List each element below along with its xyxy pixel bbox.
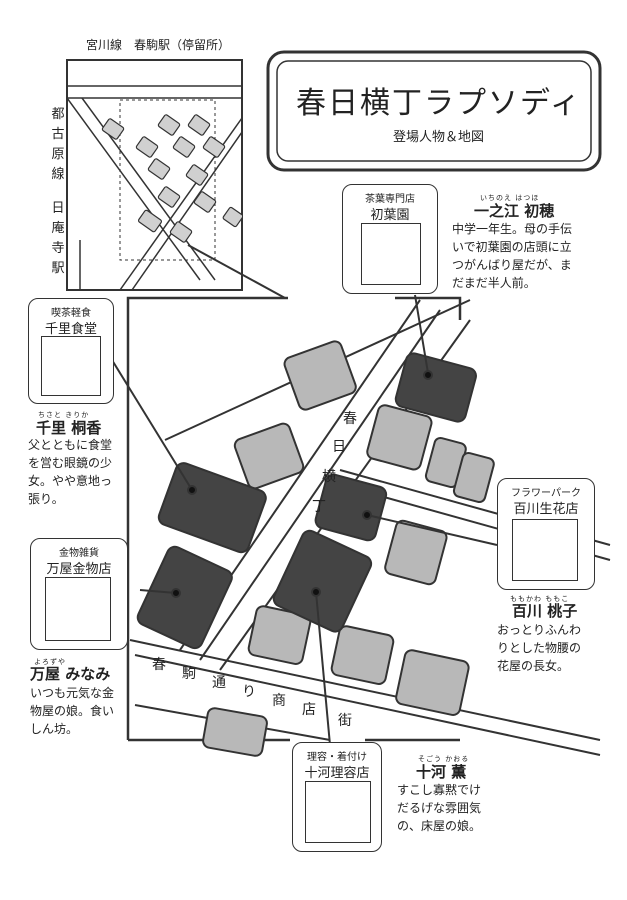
portrait-frame: [512, 519, 578, 581]
inset-map: [66, 59, 243, 291]
character-name: 万屋 みなみ: [30, 665, 111, 683]
char: 庵: [51, 221, 65, 236]
main-map: [111, 294, 611, 757]
portrait-frame: [305, 781, 371, 843]
character-desc: 中学一年生。母の手伝 いで初葉園の店頭に立 つがんばり屋だが、ま だまだ半人前。: [452, 220, 572, 292]
char: 日: [51, 201, 65, 216]
char: 線: [51, 167, 65, 182]
street-char: 春: [152, 657, 166, 673]
desc-line: だまだ半人前。: [452, 276, 536, 290]
street-char: 商: [272, 693, 286, 709]
street-char: 通: [212, 675, 226, 691]
name-ruby: ちさと きりか: [38, 411, 90, 419]
inset-top-label: 宮川線 春駒駅（停留所）: [86, 38, 231, 52]
desc-line: 中学一年生。母の手伝: [452, 222, 573, 236]
shop-name: 十河理容店: [304, 766, 370, 781]
desc-line: だるげな雰囲気: [397, 801, 482, 815]
character-desc: 父とともに食堂 を営む眼鏡の少 女。やや意地っ 張り。: [28, 436, 112, 508]
shop-kind: 喫茶軽食: [51, 308, 91, 319]
char: 都: [51, 107, 65, 122]
page-subtitle: 登場人物＆地図: [393, 130, 485, 145]
character-name: 百川 桃子: [512, 602, 578, 620]
character-desc: おっとりふんわ りとした物腰の 花屋の長女。: [497, 621, 581, 675]
street-char: 日: [332, 439, 346, 455]
street-char: り: [242, 684, 256, 700]
desc-line: 物屋の娘。食い: [30, 704, 115, 718]
desc-line: 花屋の長女。: [497, 659, 570, 673]
shop-card-chisato-shokudo: 喫茶軽食 千里食堂: [28, 298, 114, 404]
desc-line: すこし寡黙でけ: [397, 783, 482, 797]
street-char: 横: [322, 469, 336, 485]
character-name: 一之江 初穂: [474, 202, 555, 220]
buildings-gray: [202, 340, 495, 757]
leader-lines: [111, 294, 498, 746]
shop-name: 百川生花店: [513, 502, 579, 517]
character-name: 千里 桐香: [36, 419, 102, 437]
portrait-frame: [361, 223, 421, 285]
char: 寺: [51, 241, 65, 256]
desc-line: つがんばり屋だが、ま: [452, 258, 572, 272]
street-char: 店: [302, 702, 316, 718]
name-ruby: よろずや: [34, 658, 66, 666]
char: 原: [51, 147, 65, 162]
desc-line: いつも元気な金: [30, 686, 115, 700]
street-char: 丁: [312, 499, 326, 515]
street-char: 駒: [182, 666, 196, 682]
page-title: 春日横丁ラプソディ: [296, 86, 582, 121]
shop-kind: フラワーパーク: [511, 488, 581, 499]
shop-card-yorozuya-kanamonoten: 金物雑貨 万屋金物店: [30, 538, 128, 650]
street-char: 街: [338, 713, 352, 729]
name-ruby: そごう かおる: [418, 755, 470, 763]
desc-line: しん坊。: [30, 722, 79, 736]
desc-line: りとした物腰の: [497, 641, 582, 655]
char: 古: [51, 127, 65, 142]
shop-card-momokawa-seikaten: フラワーパーク 百川生花店: [497, 478, 595, 590]
desc-line: おっとりふんわ: [497, 623, 582, 637]
desc-line: の、床屋の娘。: [397, 819, 482, 833]
desc-line: 張り。: [28, 492, 64, 506]
shop-kind: 理容・着付け: [307, 752, 367, 763]
name-ruby: ももかわ ももこ: [510, 595, 570, 603]
character-name: 十河 薫: [416, 763, 467, 781]
shop-kind: 茶葉専門店: [365, 194, 415, 205]
street-char: 春: [343, 411, 357, 427]
desc-line: 女。やや意地っ: [28, 474, 113, 488]
callout-pointer: [187, 244, 286, 299]
char: 駅: [51, 261, 65, 276]
desc-line: 父とともに食堂: [28, 438, 113, 452]
character-desc: いつも元気な金 物屋の娘。食い しん坊。: [30, 684, 114, 738]
shop-card-sogo-riyoten: 理容・着付け 十河理容店: [292, 742, 382, 852]
character-desc: すこし寡黙でけ だるげな雰囲気 の、床屋の娘。: [397, 781, 481, 835]
portrait-frame: [41, 336, 101, 396]
shop-kind: 金物雑貨: [59, 548, 99, 559]
shop-name: 初葉園: [370, 208, 410, 223]
portrait-frame: [45, 577, 111, 641]
buildings-dark: [136, 352, 477, 650]
shop-name: 万屋金物店: [46, 562, 112, 577]
name-ruby: いちのえ はつほ: [480, 194, 540, 202]
title-frame: [266, 50, 602, 172]
shop-name: 千里食堂: [44, 322, 97, 337]
desc-line: いで初葉園の店頭に立: [452, 240, 572, 254]
shop-card-hatsuen: 茶葉専門店 初葉園: [342, 184, 438, 294]
desc-line: を営む眼鏡の少: [28, 456, 113, 470]
